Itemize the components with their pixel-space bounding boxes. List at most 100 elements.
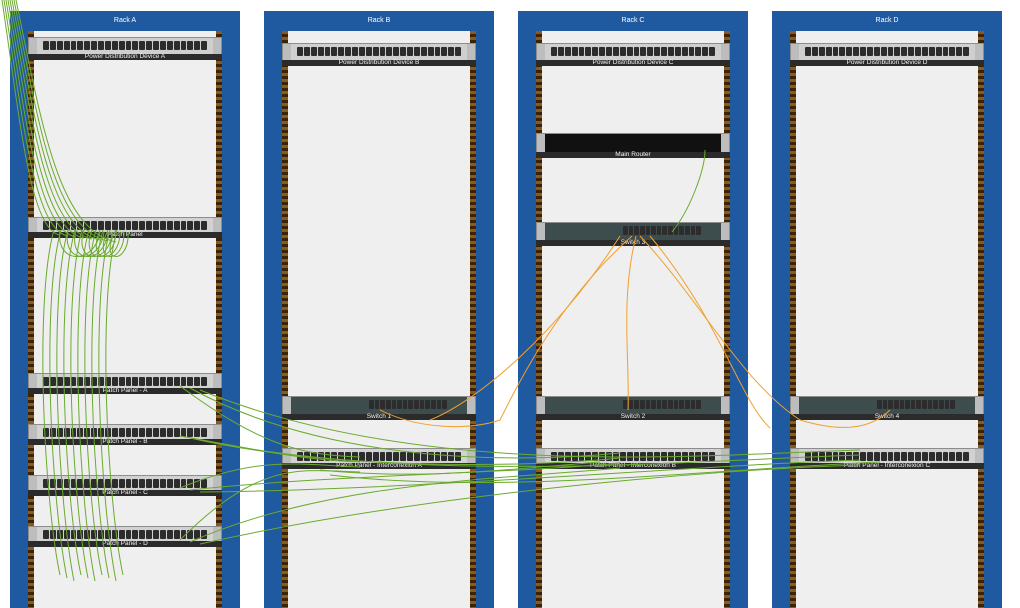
- port: [578, 47, 585, 56]
- port: [98, 479, 104, 488]
- patch-panel-c-label: Patch Panel - C: [102, 489, 148, 496]
- port: [331, 452, 338, 461]
- port: [386, 452, 393, 461]
- port: [656, 226, 662, 235]
- port: [49, 41, 56, 50]
- port: [159, 479, 166, 488]
- pdu-a[interactable]: Power Distribution Device A: [28, 37, 222, 63]
- port: [132, 479, 139, 488]
- port: [63, 41, 70, 50]
- port: [928, 452, 935, 461]
- switch-1-label: Switch 1: [366, 413, 392, 420]
- port: [201, 479, 207, 488]
- port: [640, 452, 647, 461]
- main-router[interactable]: Main Router: [536, 133, 730, 159]
- port: [159, 41, 166, 50]
- pdu-b[interactable]: Power Distribution Device B: [282, 43, 476, 69]
- port: [111, 479, 118, 488]
- port: [153, 377, 159, 386]
- port: [132, 41, 139, 50]
- port: [420, 47, 427, 56]
- port: [592, 47, 599, 56]
- port: [413, 47, 420, 56]
- port: [448, 452, 455, 461]
- port: [180, 377, 187, 386]
- port: [690, 400, 696, 409]
- switch-1[interactable]: Switch 1: [282, 396, 476, 422]
- patch-panel-interconexion-a[interactable]: Patch Panel - Interconexion A: [282, 448, 476, 474]
- port: [358, 452, 365, 461]
- rack-rail-right: [724, 31, 730, 608]
- port: [63, 221, 70, 230]
- port: [571, 452, 578, 461]
- port: [400, 452, 406, 461]
- port: [825, 47, 832, 56]
- main-router-label: Main Router: [615, 151, 651, 158]
- port: [633, 47, 640, 56]
- pdu-d[interactable]: Power Distribution Device D: [790, 43, 984, 69]
- switch-3[interactable]: Switch 3: [536, 222, 730, 248]
- port: [146, 530, 152, 539]
- port: [194, 221, 201, 230]
- port: [201, 41, 207, 50]
- port: [905, 400, 910, 409]
- port: [77, 377, 84, 386]
- port: [651, 400, 656, 409]
- port: [673, 226, 679, 235]
- port: [91, 41, 97, 50]
- port: [419, 400, 425, 409]
- port: [688, 47, 695, 56]
- port: [811, 47, 818, 56]
- port: [43, 428, 49, 437]
- port: [310, 47, 317, 56]
- switch-4[interactable]: Switch 4: [790, 396, 984, 422]
- port: [104, 479, 111, 488]
- patch-panel-b[interactable]: Patch Panel - B: [28, 424, 222, 450]
- port: [104, 221, 111, 230]
- port: [63, 428, 70, 437]
- port: [935, 47, 942, 56]
- port: [846, 452, 853, 461]
- port: [414, 400, 419, 409]
- port: [63, 530, 70, 539]
- port: [56, 479, 63, 488]
- switch-2[interactable]: Switch 2: [536, 396, 730, 422]
- rack-rail-left: [790, 31, 796, 608]
- pdu-c[interactable]: Power Distribution Device C: [536, 43, 730, 69]
- port: [338, 452, 345, 461]
- port: [551, 452, 557, 461]
- port: [173, 479, 180, 488]
- port: [365, 47, 372, 56]
- port: [125, 377, 132, 386]
- interconexion-a-label: Patch Panel - Interconexion A: [336, 462, 422, 469]
- patch-panel-interconexion-c[interactable]: Patch Panel - Interconexion C: [790, 448, 984, 474]
- port: [84, 428, 91, 437]
- rack-interior: [796, 31, 978, 608]
- port: [557, 452, 564, 461]
- port: [860, 452, 866, 461]
- port: [668, 226, 673, 235]
- patch-panel-main[interactable]: Patch Panel: [28, 217, 222, 243]
- port: [310, 452, 317, 461]
- port: [956, 452, 963, 461]
- port: [173, 377, 180, 386]
- port: [77, 221, 84, 230]
- patch-panel-c[interactable]: Patch Panel - C: [28, 475, 222, 501]
- port: [352, 47, 358, 56]
- port: [297, 47, 303, 56]
- switch-4-label: Switch 4: [874, 413, 900, 420]
- port: [400, 47, 406, 56]
- patch-panel-d[interactable]: Patch Panel - D: [28, 526, 222, 552]
- port: [56, 530, 63, 539]
- port: [139, 530, 146, 539]
- port: [43, 221, 49, 230]
- port: [84, 221, 91, 230]
- rack-post-left: [264, 11, 282, 608]
- patch-panel-interconexion-b[interactable]: Patch Panel - Interconexion B: [536, 448, 730, 474]
- port: [667, 47, 674, 56]
- port: [888, 400, 893, 409]
- port: [431, 400, 436, 409]
- patch-panel-a[interactable]: Patch Panel - A: [28, 373, 222, 399]
- port: [146, 428, 152, 437]
- port: [56, 428, 63, 437]
